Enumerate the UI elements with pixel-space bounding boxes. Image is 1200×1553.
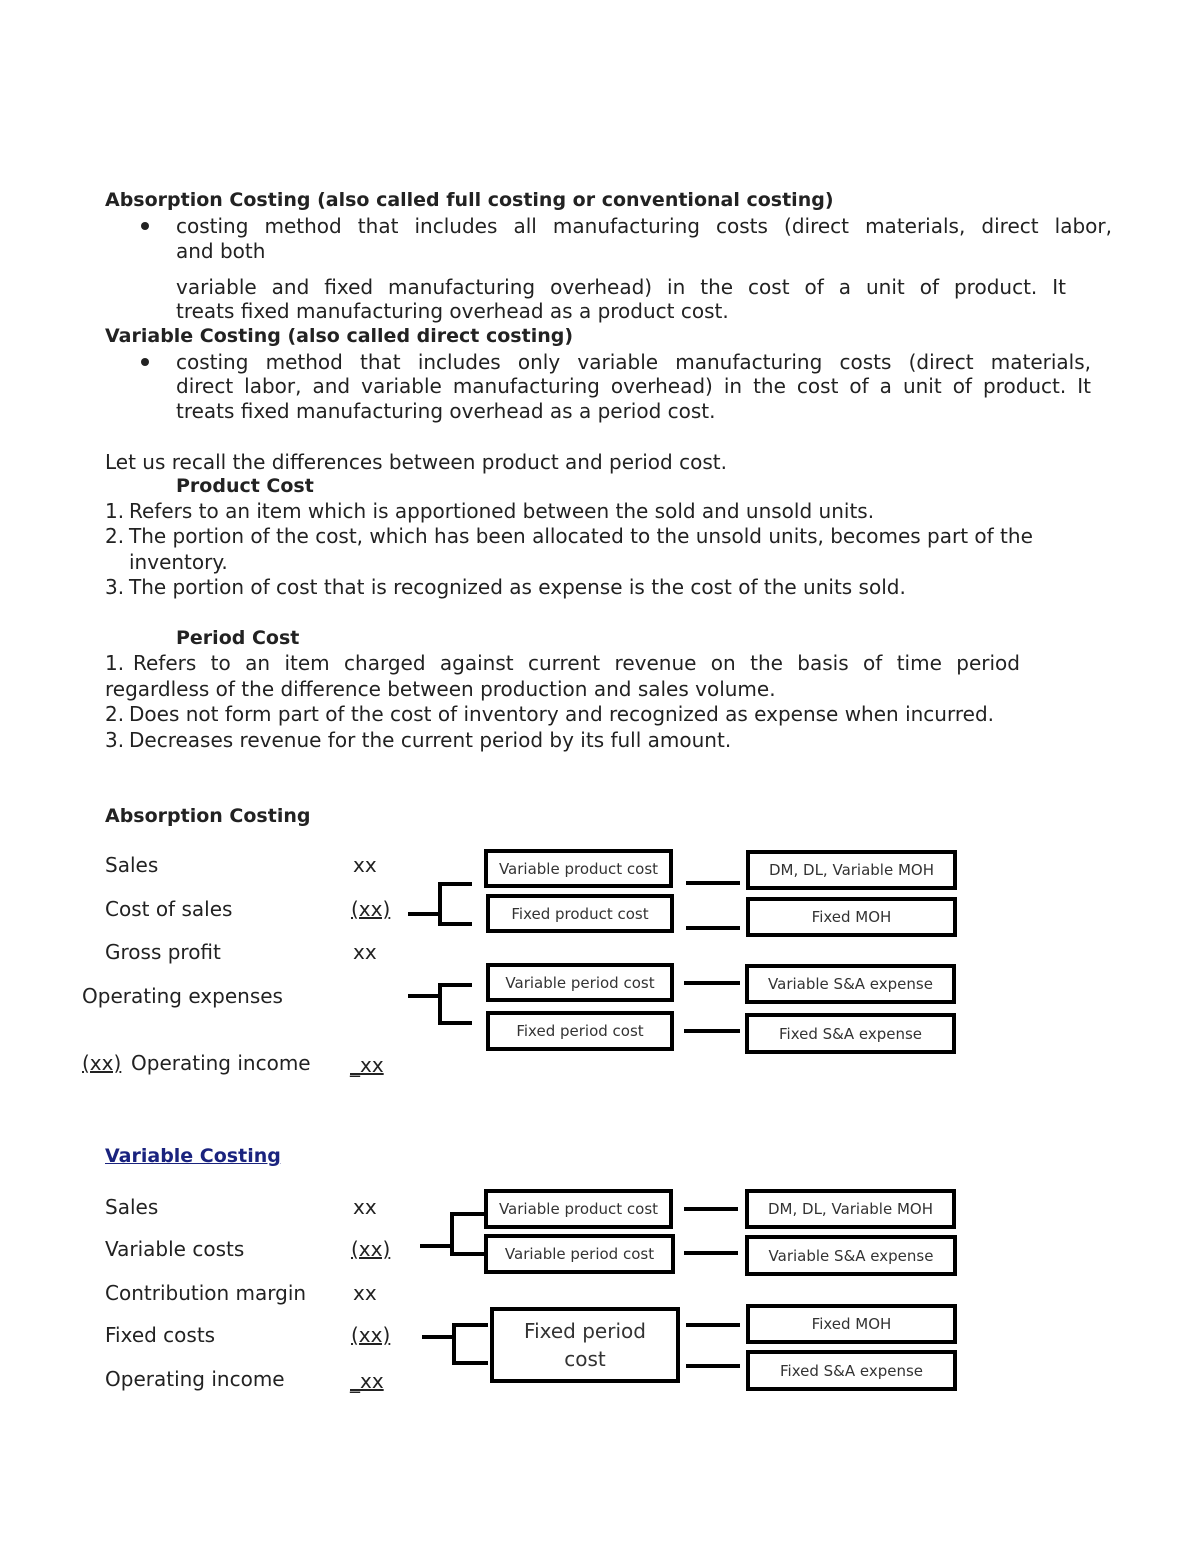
absorption-definition-line3: variable and fixed manufacturing overhea…: [176, 275, 1066, 299]
connector-line: [686, 1323, 740, 1327]
statement-value: xx: [353, 853, 377, 877]
bracket-line: [450, 1212, 484, 1216]
connector-line: [684, 1251, 738, 1255]
statement-value: _xx: [350, 1053, 384, 1077]
bracket-line: [438, 922, 472, 926]
connector-line: [686, 881, 740, 885]
period-item-number: 3.: [105, 728, 125, 752]
period-item-text: Decreases revenue for the current period…: [129, 728, 732, 752]
bracket-line: [408, 912, 440, 916]
statement-label-operating-income: Operating income: [105, 1367, 285, 1391]
statement-value: xx: [353, 1281, 377, 1305]
connector-line: [684, 981, 740, 985]
statement-value: xx: [353, 1195, 377, 1219]
bracket-line: [452, 1323, 488, 1327]
variable-period-cost-box: Variable period cost: [486, 963, 674, 1002]
bracket-line: [438, 983, 442, 1025]
variable-costing-link[interactable]: Variable Costing: [105, 1145, 281, 1167]
bullet-icon: [141, 358, 149, 366]
dm-dl-variable-moh-box: DM, DL, Variable MOH: [745, 1189, 956, 1229]
statement-label-gross-profit: Gross profit: [105, 940, 221, 964]
variable-product-cost-box: Variable product cost: [484, 849, 673, 888]
statement-label-operating-expenses: Operating expenses: [82, 984, 283, 1008]
statement-label-sales: Sales: [105, 1195, 159, 1219]
bracket-line: [438, 1021, 472, 1025]
statement-value: xx: [353, 940, 377, 964]
period-item-text: Does not form part of the cost of invent…: [129, 702, 994, 726]
period-item-number: 2.: [105, 702, 125, 726]
bracket-line: [450, 1212, 454, 1256]
variable-sa-expense-box: Variable S&A expense: [745, 1235, 957, 1276]
connector-line: [686, 926, 740, 930]
statement-value: (xx): [351, 1323, 391, 1347]
statement-prefix: (xx): [82, 1051, 122, 1075]
fixed-sa-expense-box: Fixed S&A expense: [745, 1013, 956, 1054]
period-item-text-cont: regardless of the difference between pro…: [105, 677, 776, 701]
product-item-number: 2.: [105, 524, 125, 548]
bracket-line: [452, 1323, 456, 1365]
recall-intro: Let us recall the differences between pr…: [105, 450, 727, 474]
bracket-line: [422, 1335, 454, 1339]
bracket-line: [452, 1361, 488, 1365]
statement-label-operating-income: Operating income: [131, 1051, 311, 1075]
statement-label-fixed-costs: Fixed costs: [105, 1323, 216, 1347]
period-cost-heading: Period Cost: [176, 627, 300, 649]
bracket-line: [438, 882, 472, 886]
period-item-number: 1.: [105, 651, 125, 675]
bracket-line: [450, 1252, 484, 1256]
absorption-costing-heading: Absorption Costing (also called full cos…: [105, 189, 834, 211]
period-item-text: Refers to an item charged against curren…: [133, 651, 1020, 675]
connector-line: [684, 1029, 740, 1033]
fixed-sa-expense-box: Fixed S&A expense: [746, 1350, 957, 1391]
variable-sa-expense-box: Variable S&A expense: [745, 964, 956, 1004]
statement-value: (xx): [351, 897, 391, 921]
fixed-product-cost-box: Fixed product cost: [486, 894, 674, 933]
product-item-text: The portion of cost that is recognized a…: [129, 575, 906, 599]
product-item-number: 3.: [105, 575, 125, 599]
absorption-definition-line4: treats fixed manufacturing overhead as a…: [176, 299, 729, 323]
variable-costing-heading: Variable Costing (also called direct cos…: [105, 325, 574, 347]
variable-product-cost-box: Variable product cost: [484, 1189, 673, 1229]
product-cost-heading: Product Cost: [176, 475, 314, 497]
fixed-moh-box: Fixed MOH: [746, 1304, 957, 1344]
variable-definition-line1: costing method that includes only variab…: [176, 350, 1091, 374]
statement-label-sales: Sales: [105, 853, 159, 877]
variable-definition-line2: direct labor, and variable manufacturing…: [176, 374, 1091, 398]
bracket-line: [408, 994, 440, 998]
connector-line: [684, 1207, 738, 1211]
product-item-text: The portion of the cost, which has been …: [129, 524, 1033, 548]
product-item-number: 1.: [105, 499, 125, 523]
fixed-period-cost-box: Fixed period cost: [490, 1307, 680, 1383]
statement-label-contribution-margin: Contribution margin: [105, 1281, 307, 1305]
variable-definition-line3: treats fixed manufacturing overhead as a…: [176, 399, 716, 423]
bracket-line: [438, 882, 442, 926]
variable-period-cost-box: Variable period cost: [484, 1234, 675, 1274]
statement-label-variable-costs: Variable costs: [105, 1237, 245, 1261]
absorption-statement-heading: Absorption Costing: [105, 805, 311, 827]
dm-dl-variable-moh-box: DM, DL, Variable MOH: [746, 850, 957, 890]
absorption-definition-line1: costing method that includes all manufac…: [176, 214, 1112, 238]
absorption-definition-line2: and both: [176, 239, 266, 263]
statement-label-cost-of-sales: Cost of sales: [105, 897, 233, 921]
product-item-text-cont: inventory.: [129, 550, 228, 574]
bracket-line: [438, 983, 472, 987]
bullet-icon: [141, 222, 149, 230]
fixed-moh-box: Fixed MOH: [746, 897, 957, 937]
product-item-text: Refers to an item which is apportioned b…: [129, 499, 875, 523]
fixed-period-cost-box: Fixed period cost: [486, 1011, 674, 1051]
statement-value: _xx: [350, 1369, 384, 1393]
statement-value: (xx): [351, 1237, 391, 1261]
connector-line: [686, 1364, 740, 1368]
bracket-line: [420, 1244, 452, 1248]
